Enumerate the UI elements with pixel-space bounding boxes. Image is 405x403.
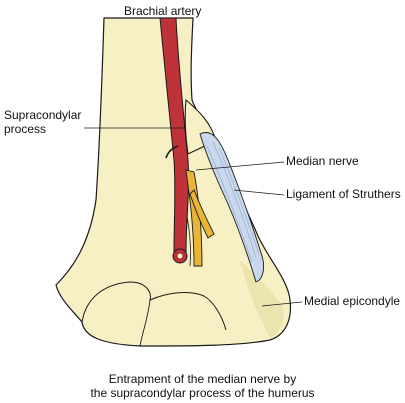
label-supracondylar-line1: Supracondylar <box>4 108 82 122</box>
median-nerve-branch <box>189 189 215 239</box>
medial-epicondyle <box>240 260 284 338</box>
artery-lumen <box>176 252 184 260</box>
label-brachial-artery: Brachial artery <box>124 4 202 18</box>
caption-line1: Entrapment of the median nerve by <box>108 372 297 386</box>
caption-line2: the supracondylar process of the humerus <box>90 386 315 400</box>
artery-hook <box>165 145 179 159</box>
label-median-nerve: Median nerve <box>286 154 359 168</box>
condyle-line <box>139 299 151 347</box>
ligament-fibers <box>206 141 260 263</box>
label-ligament-of-struthers: Ligament of Struthers <box>286 187 401 201</box>
label-supracondylar-line2: process <box>4 122 47 136</box>
label-medial-epicondyle: Medial epicondyle <box>304 294 401 308</box>
leader-median-nerve <box>195 161 285 171</box>
leader-medial-epicondyle <box>261 301 303 307</box>
condyle-outline <box>81 281 227 331</box>
leader-ligament <box>233 189 285 196</box>
